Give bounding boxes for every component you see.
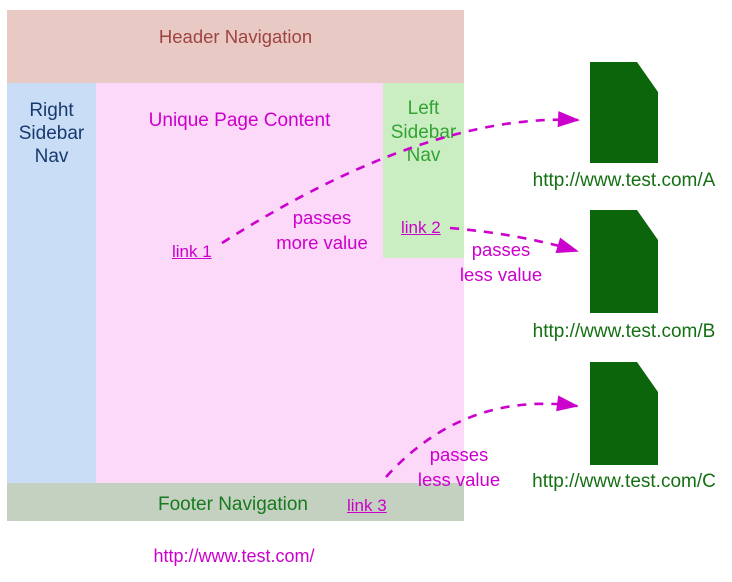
link-2-annotation: passes less value	[416, 238, 586, 287]
right-sidebar-label-line: Nav	[34, 146, 69, 167]
right-sidebar-label-line: Right	[29, 100, 74, 121]
unique-page-content-label: Unique Page Content	[148, 110, 331, 131]
document-icon-c	[590, 362, 658, 465]
annotation-line: passes	[471, 239, 531, 260]
annotation-line: passes	[292, 207, 352, 228]
document-icon-a	[590, 62, 658, 163]
annotation-line: less value	[459, 263, 543, 285]
right-sidebar-region	[7, 83, 96, 483]
header-navigation-label: Header Navigation	[158, 26, 313, 47]
annotation-line: passes	[429, 444, 489, 465]
annotation-line: more value	[276, 231, 368, 253]
target-url-a: http://www.test.com/A	[532, 170, 716, 191]
left-sidebar-label-line: Nav	[406, 145, 441, 166]
left-sidebar-label: Left Sidebar Nav	[383, 97, 464, 168]
header-navigation-region	[7, 10, 464, 83]
footer-navigation-region	[7, 483, 464, 521]
source-page-url: http://www.test.com/	[153, 546, 315, 566]
left-sidebar-label-line: Left	[407, 98, 440, 119]
right-sidebar-label-line: Sidebar	[18, 123, 85, 144]
target-url-c: http://www.test.com/C	[532, 471, 716, 492]
left-sidebar-label-line: Sidebar	[390, 121, 457, 143]
footer-navigation-label: Footer Navigation	[158, 494, 308, 515]
target-url-b: http://www.test.com/B	[532, 321, 716, 342]
link-1-annotation: passes more value	[237, 206, 407, 255]
document-icon-b	[590, 210, 658, 313]
right-sidebar-label: Right Sidebar Nav	[7, 99, 96, 168]
link-1[interactable]: link 1	[172, 242, 212, 261]
link-3[interactable]: link 3	[347, 496, 387, 515]
